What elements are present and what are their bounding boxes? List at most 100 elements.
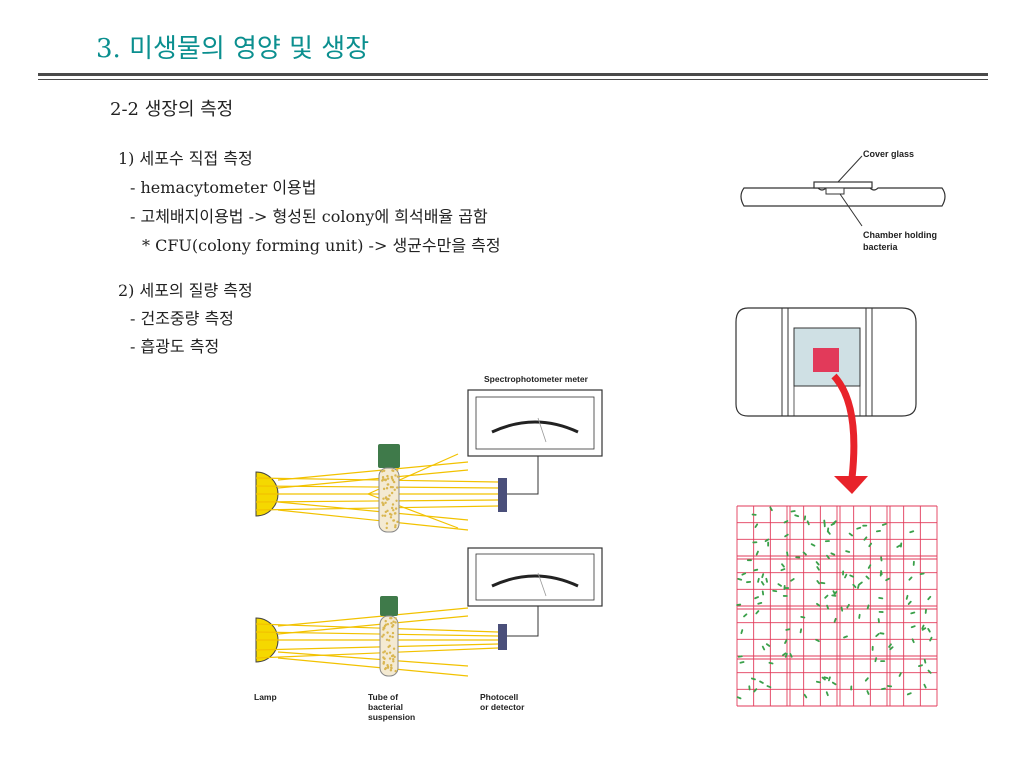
cover-glass xyxy=(813,181,873,189)
bacterium xyxy=(760,581,765,586)
bacterium xyxy=(823,676,829,680)
tube-cap-bottom xyxy=(380,596,398,616)
suspension-particle xyxy=(382,487,386,491)
bacterium xyxy=(803,515,807,521)
bacterium xyxy=(909,530,915,534)
bacterium xyxy=(739,661,745,664)
suspension-particle xyxy=(386,474,389,478)
suspension-particle xyxy=(390,621,393,625)
suspension-particle xyxy=(389,669,393,672)
detector-bottom xyxy=(498,624,507,650)
bacterium xyxy=(842,570,845,576)
bacterium xyxy=(850,685,853,691)
suspension-particle xyxy=(391,625,394,628)
bacterium xyxy=(768,661,774,665)
suspension-particle xyxy=(382,503,385,507)
bacterium xyxy=(737,655,743,658)
suspension-particle xyxy=(393,655,396,659)
suspension-particle xyxy=(391,485,394,489)
suspension-particle xyxy=(392,647,396,650)
bacterium xyxy=(887,685,893,688)
suspension-particle xyxy=(392,660,395,663)
bacterium xyxy=(784,652,788,658)
suspension-particle xyxy=(395,486,399,489)
bacterium xyxy=(865,575,870,580)
bacterium xyxy=(924,608,927,614)
bacterium xyxy=(746,580,752,584)
bacterium xyxy=(755,550,759,556)
counting-grid xyxy=(736,505,938,707)
bacterium xyxy=(800,615,806,619)
bacterium xyxy=(772,589,778,593)
bacterium xyxy=(743,613,748,618)
item-cfu-note: * CFU(colony forming unit) -> 생균수만을 측정 xyxy=(142,236,501,255)
bacterium xyxy=(874,657,878,663)
bacterium xyxy=(754,596,759,600)
suspension-particle xyxy=(385,526,388,530)
spectrophotometer-diagram: Spectrophotometer meter Lamp Tube of bac… xyxy=(254,374,603,722)
suspension-particle xyxy=(394,621,397,624)
bacterium xyxy=(833,617,837,623)
suspension-particle xyxy=(382,660,386,664)
bacterium xyxy=(781,563,785,568)
bacterium xyxy=(786,551,789,557)
bacterium xyxy=(782,595,788,597)
suspension-particle xyxy=(394,669,397,673)
counting-grid-square xyxy=(813,348,839,372)
bacterium xyxy=(910,611,916,615)
bacterium xyxy=(871,645,874,651)
suspension-particle xyxy=(389,516,393,519)
bacterium xyxy=(830,522,836,526)
bacterium xyxy=(858,581,863,586)
bacterium xyxy=(885,577,890,582)
bacterium xyxy=(923,658,927,664)
light-beam xyxy=(277,461,469,481)
suspension-particle xyxy=(386,666,390,669)
bacterium xyxy=(898,672,902,677)
bacterium xyxy=(921,627,927,631)
bacterium xyxy=(879,571,882,577)
bacterium xyxy=(806,520,810,526)
bacterium xyxy=(751,513,757,516)
bacterium xyxy=(799,628,803,634)
suspension-particle xyxy=(391,635,394,639)
light-beam xyxy=(277,607,469,627)
chamber-label-line2: bacteria xyxy=(863,242,899,252)
bacterium xyxy=(919,572,925,576)
bacterium xyxy=(761,573,765,579)
bacterium xyxy=(866,604,870,610)
lamp-label: Lamp xyxy=(254,692,277,702)
bacterium xyxy=(736,696,742,700)
bacterium xyxy=(921,624,925,630)
suspension-particle xyxy=(386,631,389,634)
suspension-particle xyxy=(391,654,395,657)
bacterium xyxy=(927,627,931,633)
suspension-particle xyxy=(387,639,391,642)
bacterium xyxy=(863,536,868,541)
bacterium xyxy=(816,566,820,571)
bacterium xyxy=(755,610,760,615)
cover-glass-label: Cover glass xyxy=(863,149,914,159)
bacterium xyxy=(856,526,862,530)
bacterium xyxy=(844,573,848,579)
item-direct-count: 1) 세포수 직접 측정 xyxy=(118,149,253,168)
bacterium xyxy=(862,524,868,527)
light-beam xyxy=(255,623,499,633)
bacterium xyxy=(783,520,789,524)
suspension-particle xyxy=(386,509,389,513)
bacterium xyxy=(906,692,912,696)
bacterium xyxy=(741,572,747,576)
item-hemacytometer: - hemacytometer 이용법 xyxy=(130,178,317,197)
suspension-particle xyxy=(383,626,386,630)
bacterium xyxy=(858,613,861,619)
bacterium xyxy=(929,636,933,642)
bacterium xyxy=(789,653,793,658)
suspension-particle xyxy=(386,483,389,486)
bacterium xyxy=(824,594,829,599)
suspension-particle xyxy=(390,506,394,510)
suspension-particle xyxy=(394,524,397,527)
bacterium xyxy=(896,544,901,548)
suspension-particle xyxy=(392,480,396,484)
suspension-particle xyxy=(387,497,390,501)
chamber-label-line1: Chamber holding xyxy=(863,230,937,240)
